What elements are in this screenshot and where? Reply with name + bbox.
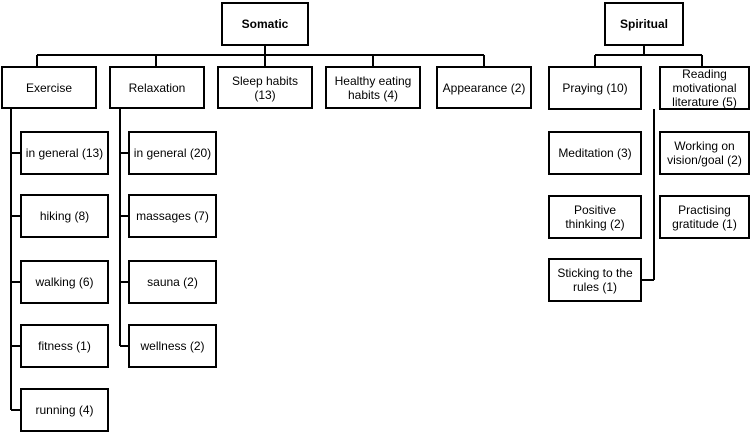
relaxation-item: massages (7) xyxy=(128,194,217,238)
exercise-item: in general (13) xyxy=(20,131,109,175)
category-appearance: Appearance (2) xyxy=(436,66,532,109)
spiritual-item: Working on vision/goal (2) xyxy=(659,131,750,175)
exercise-item: fitness (1) xyxy=(20,324,109,368)
exercise-item: walking (6) xyxy=(20,260,109,304)
relaxation-item: sauna (2) xyxy=(128,260,217,304)
relaxation-item: in general (20) xyxy=(128,131,217,175)
exercise-item: running (4) xyxy=(20,388,109,432)
exercise-item: hiking (8) xyxy=(20,194,109,238)
spiritual-item: Praying (10) xyxy=(548,66,642,110)
spiritual-item: Meditation (3) xyxy=(548,131,642,175)
category-sleep-habits: Sleep habits (13) xyxy=(217,66,313,109)
spiritual-item: Reading motivational literature (5) xyxy=(659,66,750,110)
somatic-root: Somatic xyxy=(221,2,309,46)
category-healthy-eating: Healthy eating habits (4) xyxy=(325,66,421,109)
relaxation-item: wellness (2) xyxy=(128,324,217,368)
spiritual-item: Positive thinking (2) xyxy=(548,195,642,239)
category-relaxation: Relaxation xyxy=(109,66,205,109)
spiritual-root: Spiritual xyxy=(604,2,684,46)
category-exercise: Exercise xyxy=(1,66,97,109)
spiritual-item: Sticking to the rules (1) xyxy=(548,258,642,302)
spiritual-item: Practising gratitude (1) xyxy=(659,195,750,239)
